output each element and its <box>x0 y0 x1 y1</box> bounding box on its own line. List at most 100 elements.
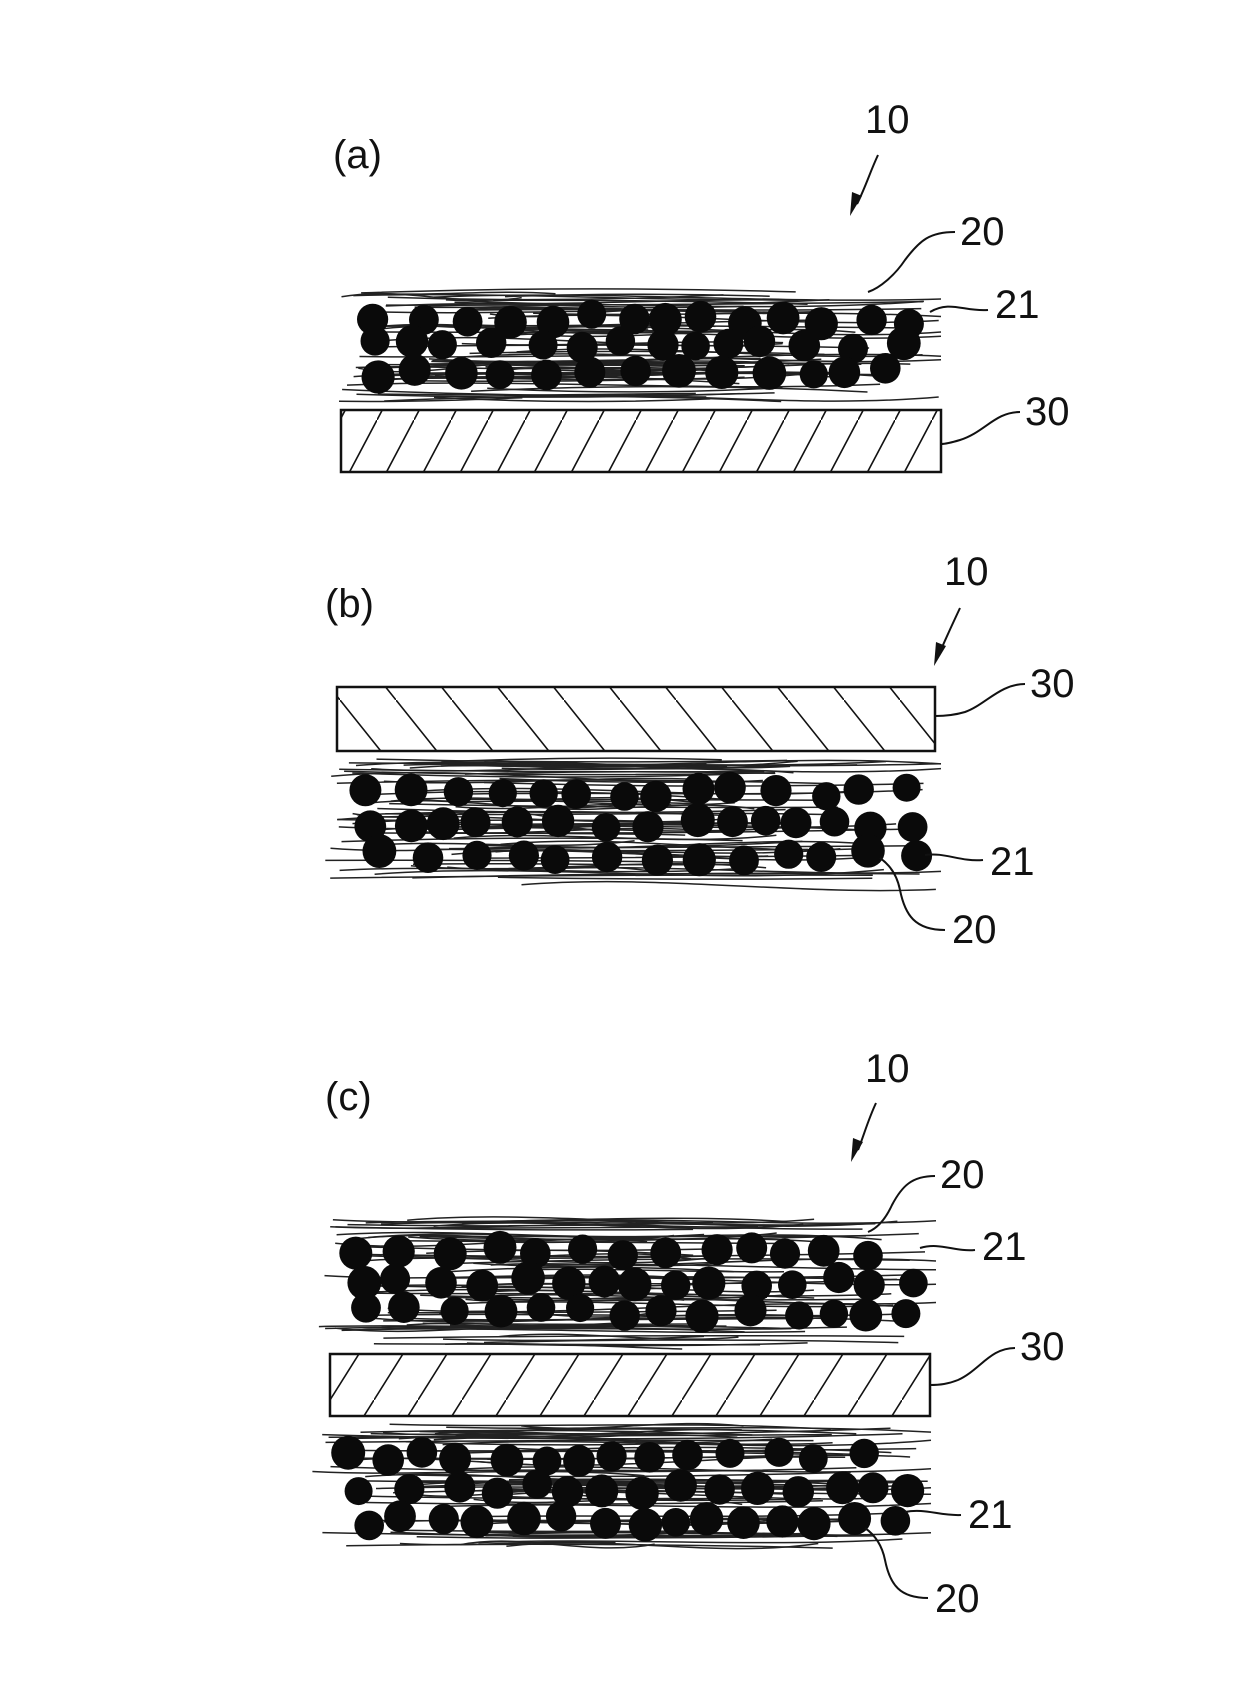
particle-21 <box>425 1267 457 1299</box>
particle-21 <box>741 1472 774 1505</box>
particle-21 <box>781 807 812 838</box>
particle-21 <box>546 1501 576 1531</box>
particle-21 <box>439 1443 471 1475</box>
particle-21 <box>608 1240 638 1270</box>
particle-21 <box>527 1293 556 1322</box>
particle-21 <box>502 806 533 837</box>
particle-21 <box>461 1505 494 1538</box>
particle-21 <box>702 1234 733 1265</box>
panel-b-label: (b) <box>325 582 374 626</box>
particle-21 <box>898 812 928 842</box>
particle-21 <box>783 1476 814 1507</box>
particle-21 <box>444 1472 475 1503</box>
particle-21 <box>351 1293 381 1323</box>
particle-21 <box>642 845 673 876</box>
panel-b-particles <box>349 772 932 877</box>
particle-21 <box>690 1502 723 1535</box>
particle-21 <box>650 1238 681 1269</box>
fiber-20 <box>522 882 936 891</box>
particle-21 <box>395 810 428 843</box>
particle-21 <box>891 1474 924 1507</box>
particle-21 <box>530 779 558 807</box>
fiber-20 <box>330 875 873 878</box>
particle-21 <box>797 1507 830 1540</box>
particle-21 <box>484 1231 517 1264</box>
particle-21 <box>331 1436 365 1470</box>
particle-21 <box>760 775 791 806</box>
panel-c-ref-30: 30 <box>1020 1325 1065 1369</box>
particle-21 <box>632 811 663 842</box>
panel-a-ref-10: 10 <box>865 98 910 142</box>
particle-21 <box>823 1262 854 1293</box>
particle-21 <box>394 1474 424 1504</box>
panel-b-ref-10: 10 <box>944 550 989 594</box>
particle-21 <box>476 328 506 358</box>
particle-21 <box>799 1444 828 1473</box>
particle-21 <box>774 840 803 869</box>
panel-c-top-fiber-layer <box>319 1217 936 1349</box>
particle-21 <box>388 1291 420 1323</box>
panel-c-substrate-hatch <box>331 1355 929 1415</box>
particle-21 <box>812 782 840 810</box>
particle-21 <box>640 781 671 812</box>
particle-21 <box>577 300 606 329</box>
particle-21 <box>399 354 431 386</box>
fiber-20 <box>498 877 872 879</box>
particle-21 <box>662 1508 691 1537</box>
panel-a-leader-30 <box>941 412 1020 444</box>
particle-21 <box>820 807 850 837</box>
particle-21 <box>345 1477 373 1505</box>
panel-c-label: (c) <box>325 1075 372 1119</box>
panel-b-fiber-layer <box>325 758 941 890</box>
panel-a-fiber-layer <box>339 289 941 402</box>
particle-21 <box>485 1295 518 1328</box>
particle-21 <box>590 1508 621 1539</box>
panel-a-leader-20 <box>868 232 955 292</box>
particle-21 <box>854 1269 885 1300</box>
particle-21 <box>778 1270 807 1299</box>
particle-21 <box>820 1300 848 1328</box>
particle-21 <box>362 360 395 393</box>
particle-21 <box>629 1508 662 1541</box>
particle-21 <box>395 774 428 807</box>
particle-21 <box>661 1271 690 1300</box>
particle-21 <box>566 1294 594 1322</box>
particle-21 <box>856 305 886 335</box>
particle-21 <box>541 845 570 874</box>
panel-a-substrate-hatch <box>342 411 940 471</box>
particle-21 <box>893 774 921 802</box>
particle-21 <box>574 357 605 388</box>
particle-21 <box>844 774 874 804</box>
particle-21 <box>727 1506 760 1539</box>
particle-21 <box>765 1438 794 1467</box>
particle-21 <box>361 326 390 355</box>
fiber-20 <box>361 289 796 293</box>
panel-b-substrate-hatch <box>338 688 934 750</box>
particle-21 <box>597 1441 627 1471</box>
particle-21 <box>354 1511 384 1541</box>
panel-c-ref-20-bottom: 20 <box>935 1577 980 1621</box>
particle-21 <box>664 1469 697 1502</box>
particle-21 <box>462 841 491 870</box>
particle-21 <box>770 1239 800 1269</box>
particle-21 <box>509 841 539 871</box>
particle-21 <box>380 1264 410 1294</box>
fiber-20 <box>513 1269 784 1272</box>
particle-21 <box>384 1500 416 1532</box>
particle-21 <box>620 356 650 386</box>
particle-21 <box>461 807 491 837</box>
particle-21 <box>850 1439 879 1468</box>
particle-21 <box>683 843 716 876</box>
panel-c-ref-21-top: 21 <box>982 1225 1027 1269</box>
particle-21 <box>849 1299 882 1332</box>
particle-21 <box>507 1502 541 1536</box>
particle-21 <box>829 357 861 389</box>
particle-21 <box>672 1440 703 1471</box>
particle-21 <box>851 834 885 868</box>
particle-21 <box>592 813 621 842</box>
panel-c-leader-20-bottom <box>865 1528 928 1598</box>
particle-21 <box>592 842 622 872</box>
particle-21 <box>407 1437 438 1468</box>
particle-21 <box>681 803 715 837</box>
particle-21 <box>434 1237 467 1270</box>
